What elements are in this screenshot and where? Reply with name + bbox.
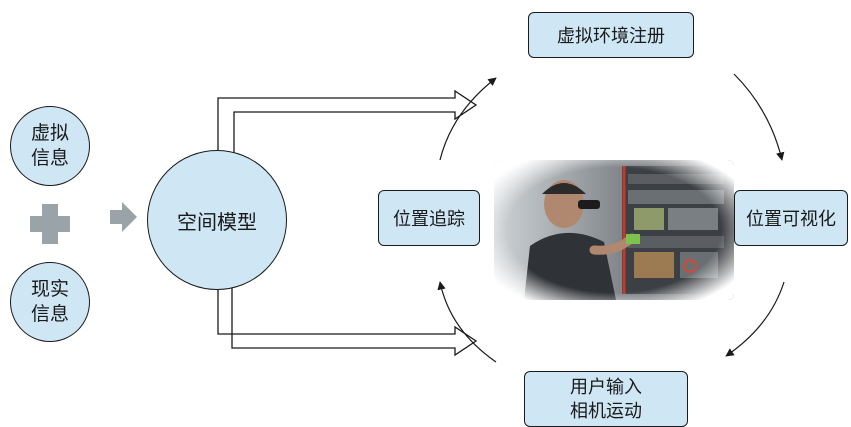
arc-tracking-to-registration <box>439 77 497 161</box>
plus-icon <box>30 204 70 244</box>
position-visualization-node: 位置可视化 <box>734 190 848 246</box>
position-tracking-node: 位置追踪 <box>378 190 480 246</box>
position-tracking-label: 位置追踪 <box>393 209 465 230</box>
spatial-model-node: 空间模型 <box>147 150 287 290</box>
arc-registration-to-visualization <box>733 73 785 161</box>
real-info-node: 现实 信息 <box>10 262 90 342</box>
position-visualization-label: 位置可视化 <box>746 209 836 230</box>
virtual-info-label-2: 信息 <box>30 147 69 169</box>
arc-input-to-tracking <box>437 281 497 363</box>
upper-flow-arrow <box>217 89 478 162</box>
real-info-label-1: 现实 <box>30 278 69 300</box>
user-input-node: 用户输入 相机运动 <box>524 371 688 427</box>
virtual-info-label-1: 虚拟 <box>30 122 69 144</box>
camera-motion-label: 相机运动 <box>570 401 642 422</box>
virtual-env-registration-label: 虚拟环境注册 <box>557 26 665 47</box>
spatial-model-label: 空间模型 <box>177 209 257 234</box>
user-input-label: 用户输入 <box>570 377 642 398</box>
real-info-label-2: 信息 <box>30 303 69 325</box>
virtual-env-registration-node: 虚拟环境注册 <box>528 12 694 58</box>
virtual-info-node: 虚拟 信息 <box>10 106 90 186</box>
arrow-right-icon <box>110 202 137 232</box>
arc-visualization-to-input <box>725 281 785 357</box>
ar-maintenance-photo <box>494 160 734 300</box>
